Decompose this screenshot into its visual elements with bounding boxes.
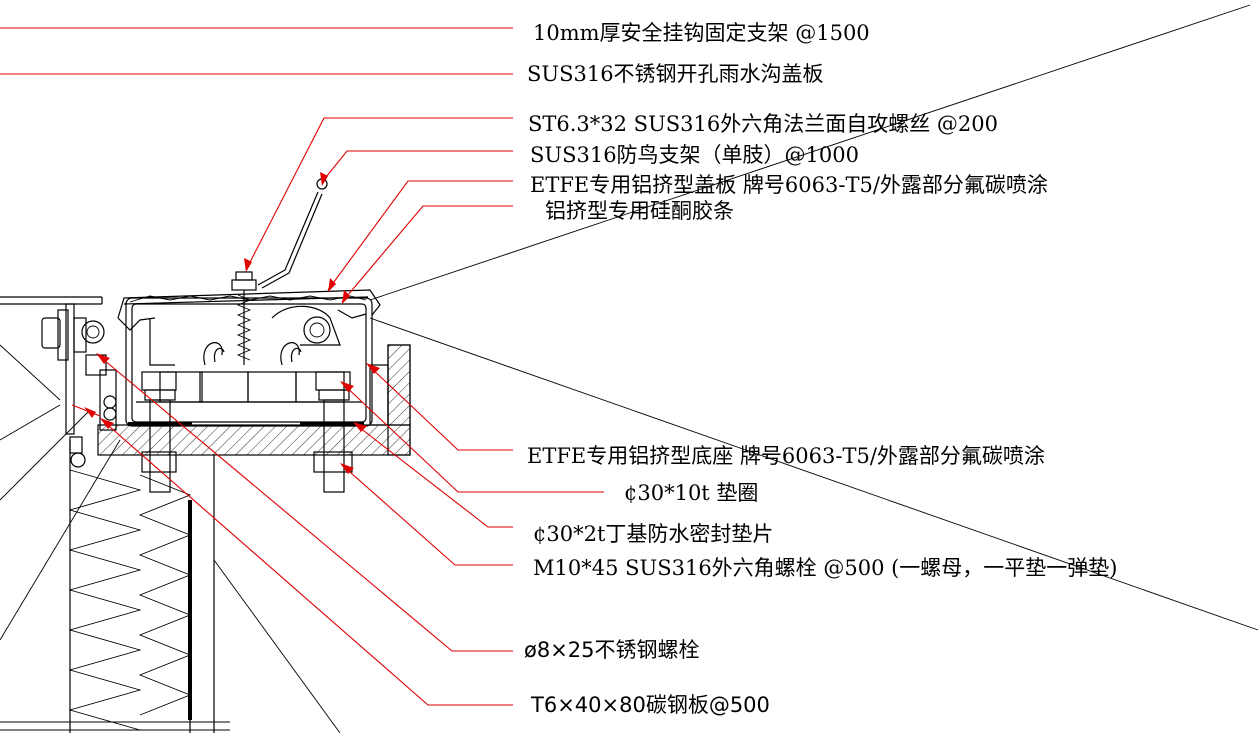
- m10-bolt-right: [300, 371, 364, 493]
- label-washer: ¢30*10t 垫圈: [624, 481, 758, 505]
- diagonal-membrane-lines: [369, 4, 1259, 631]
- left-structure: [0, 296, 121, 641]
- insulated-wall: [0, 440, 341, 733]
- label-safety-hook-bracket: 10mm厚安全挂钩固定支架 @1500: [533, 21, 870, 45]
- label-base-profile: ETFE专用铝挤型底座 牌号6063-T5/外露部分氟碳喷涂: [527, 444, 1045, 468]
- aluminium-base-profile: [125, 297, 373, 427]
- label-stainless-bolt: ø8×25不锈钢螺栓: [524, 638, 700, 662]
- label-butyl-seal: ¢30*2t丁基防水密封垫片: [533, 522, 773, 546]
- annotation-labels: 10mm厚安全挂钩固定支架 @1500 SUS316不锈钢开孔雨水沟盖板 ST6…: [524, 21, 1118, 717]
- label-silicone-gasket: 铝挤型专用硅酮胶条: [545, 199, 734, 223]
- label-m10-bolt: M10*45 SUS316外六角螺栓 @500 (一螺母，一平垫一弹垫): [533, 556, 1118, 580]
- label-gutter-cover: SUS316不锈钢开孔雨水沟盖板: [527, 62, 824, 86]
- leader-lines: [0, 27, 604, 706]
- label-cover-profile: ETFE专用铝挤型盖板 牌号6063-T5/外露部分氟碳喷涂: [530, 173, 1048, 197]
- label-bird-bracket: SUS316防鸟支架（单肢）@1000: [530, 143, 859, 167]
- label-self-tapping-screw: ST6.3*32 SUS316外六角法兰面自攻螺丝 @200: [528, 112, 998, 136]
- bird-deterrent-bracket: [257, 178, 328, 289]
- self-tapping-screw: [231, 271, 257, 365]
- label-carbon-steel-plate: T6×40×80碳钢板@500: [530, 693, 770, 717]
- aluminium-cover-plate: [117, 289, 381, 331]
